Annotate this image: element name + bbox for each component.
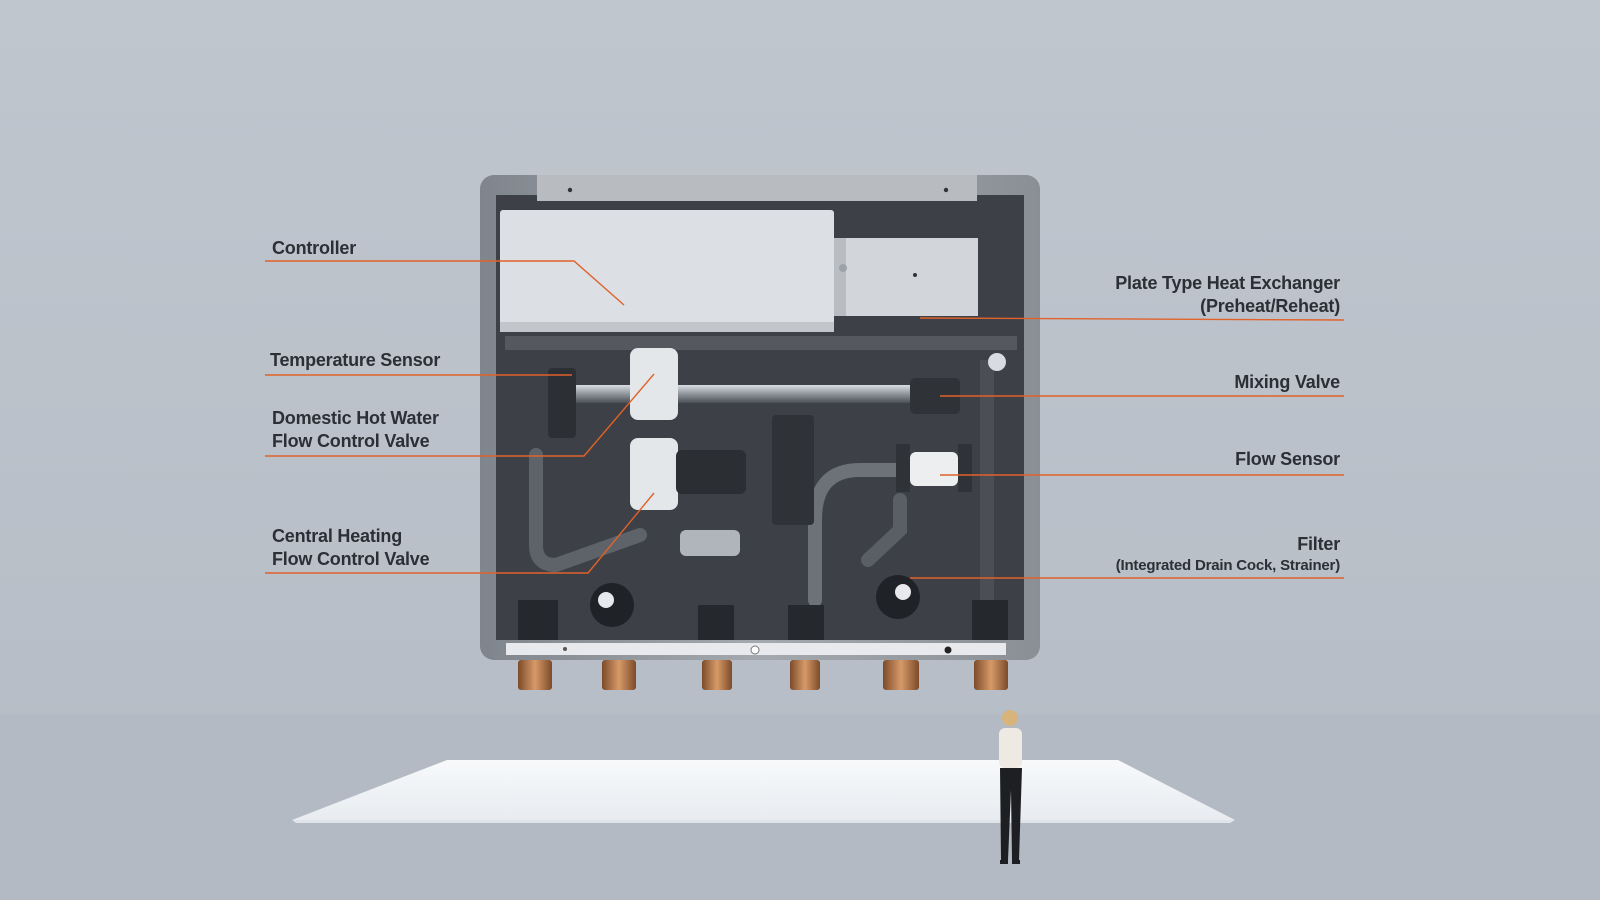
heat-exchanger-label: Plate Type Heat Exchanger (Preheat/Rehea…	[1115, 272, 1340, 318]
ch-valve-body	[630, 438, 678, 510]
ch-valve-label-line2: Flow Control Valve	[272, 549, 430, 569]
heat-exchanger-box	[834, 238, 978, 316]
person-figure	[999, 710, 1022, 864]
dhw-valve-label-line2: Flow Control Valve	[272, 431, 430, 451]
temperature-sensor-label: Temperature Sensor	[270, 349, 440, 372]
controller-box	[500, 210, 834, 332]
flow-sensor-label: Flow Sensor	[1235, 448, 1340, 471]
heat-exchanger-label-line1: Plate Type Heat Exchanger	[1115, 273, 1340, 293]
controller-label-line1: Controller	[272, 238, 357, 258]
leader-ch-valve	[265, 492, 655, 574]
dhw-valve-label: Domestic Hot Water Flow Control Valve	[272, 407, 439, 453]
ch-valve-label-line1: Central Heating	[272, 526, 403, 546]
dhw-valve-body	[630, 348, 678, 420]
filter-label-line1: Filter	[1297, 534, 1340, 554]
ch-valve-label: Central Heating Flow Control Valve	[272, 525, 430, 571]
leader-controller	[265, 260, 625, 306]
filter-label-line2: (Integrated Drain Cock, Strainer)	[1115, 557, 1340, 574]
floor-light-edge	[292, 820, 1235, 823]
temperature-sensor-label-line1: Temperature Sensor	[270, 350, 441, 370]
top-mounting-bar	[537, 175, 977, 201]
left-vertical-pipe	[529, 448, 647, 573]
leader-lines	[265, 260, 1345, 579]
filter-label: Filter (Integrated Drain Cock, Strainer)	[1116, 533, 1340, 576]
horizontal-pipe	[548, 385, 928, 403]
leader-heat-exchanger	[919, 317, 1345, 321]
leader-dhw-valve	[265, 373, 655, 457]
flow-sensor-body	[910, 452, 958, 486]
mixing-valve-label: Mixing Valve	[1234, 371, 1340, 394]
heat-exchanger-label-line2: (Preheat/Reheat)	[1200, 296, 1340, 316]
dhw-valve-label-line1: Domestic Hot Water	[272, 408, 439, 428]
center-curved-pipe	[808, 463, 905, 607]
copper-fittings	[518, 660, 1008, 690]
floor-light-panel	[292, 760, 1235, 820]
mixing-valve-label-line1: Mixing Valve	[1234, 372, 1340, 392]
flow-sensor-label-line1: Flow Sensor	[1235, 449, 1340, 469]
controller-label: Controller	[272, 237, 356, 260]
